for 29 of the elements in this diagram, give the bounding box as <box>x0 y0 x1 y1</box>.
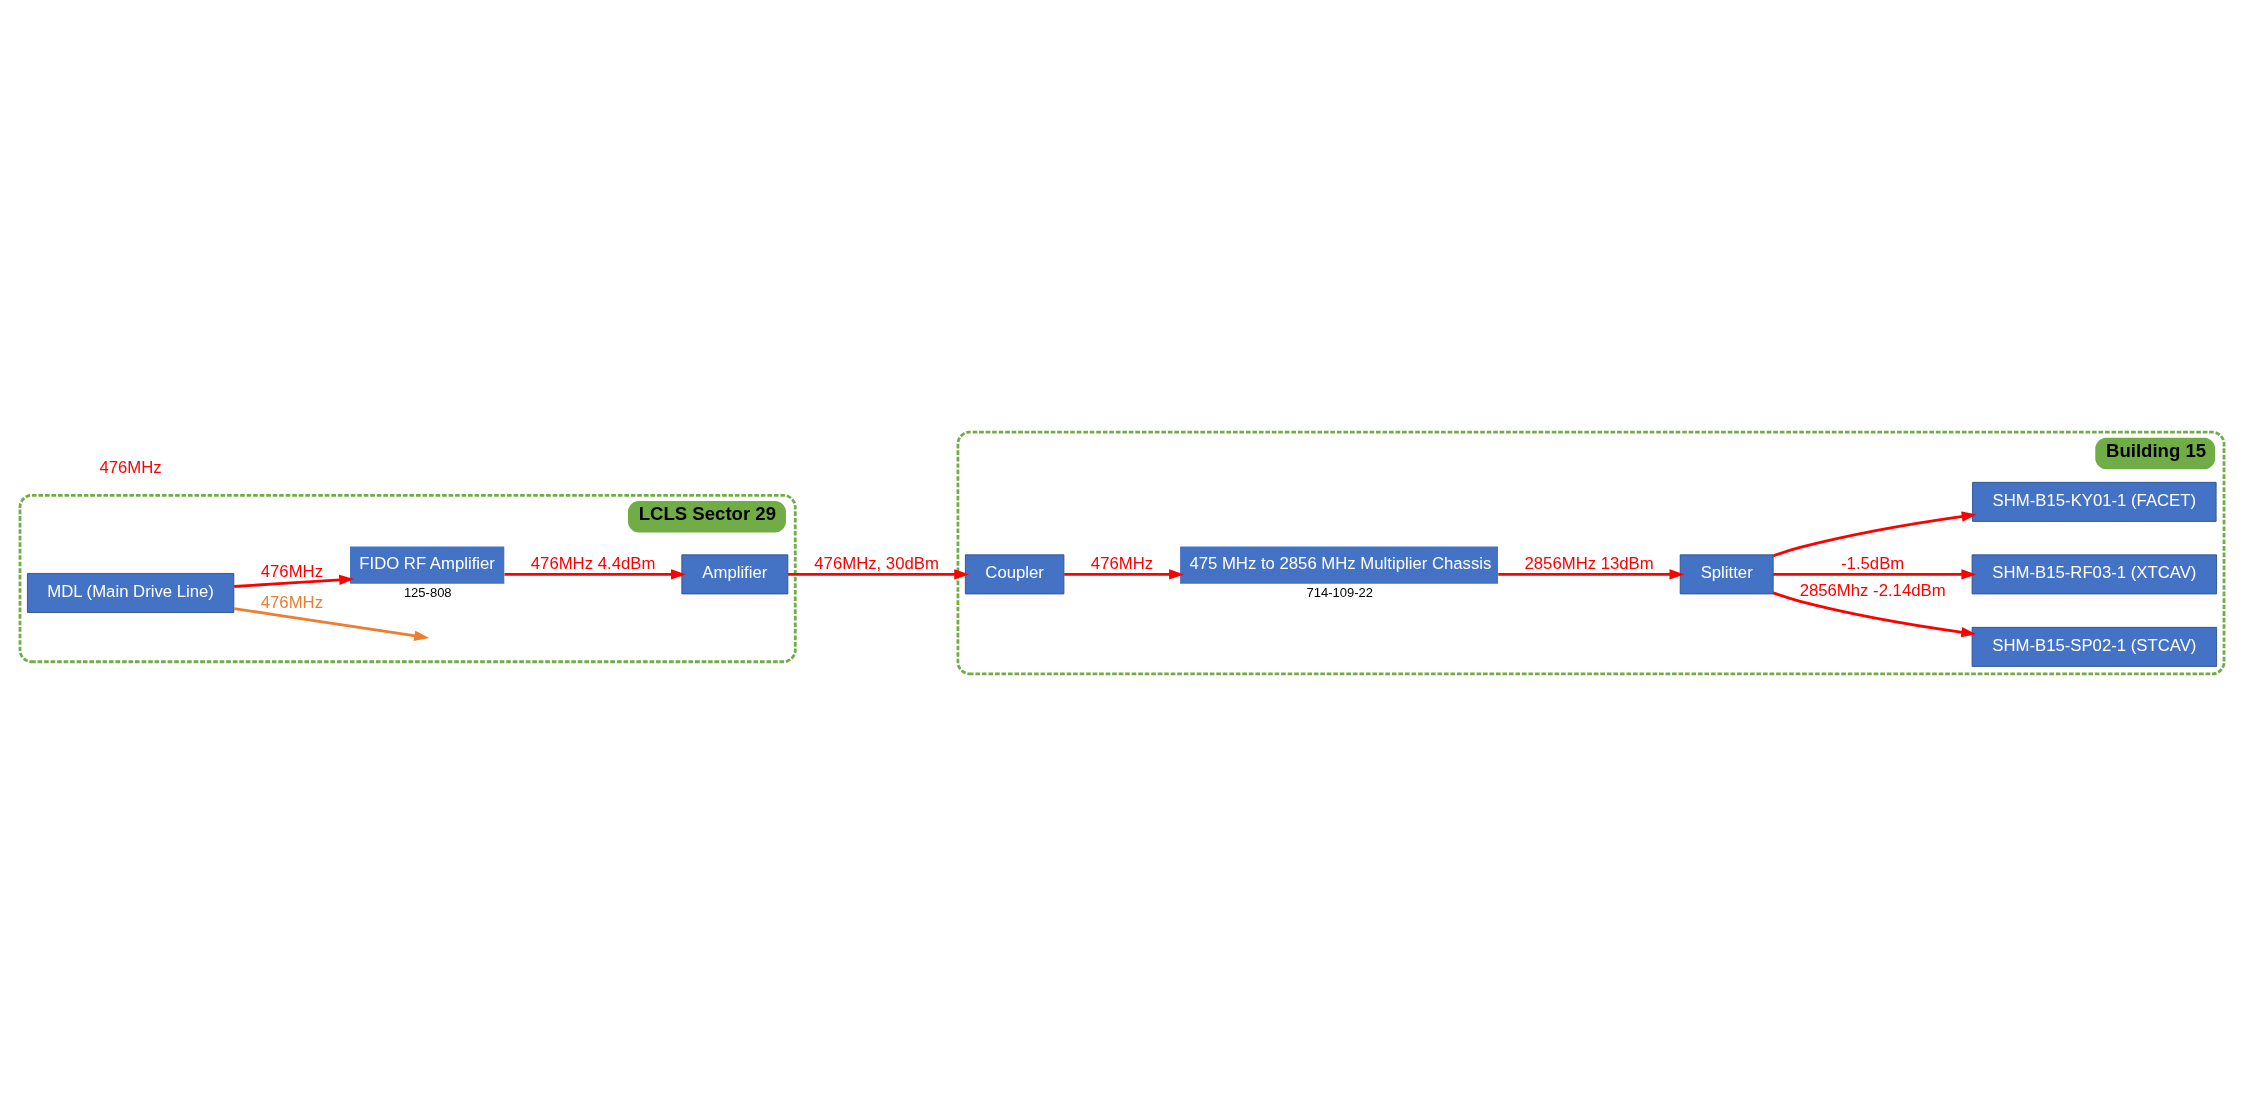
arrow <box>788 568 970 580</box>
node-box: 475 MHz to 2856 MHz Multiplier Chassis <box>1180 546 1498 584</box>
label: 476MHz <box>99 457 162 476</box>
node-box: FIDO RF Amplifier <box>350 546 505 584</box>
arrow <box>1772 591 1977 637</box>
node-box: SHM-B15-SP02-1 (STCAV) <box>1971 626 2218 667</box>
arrow <box>1064 568 1184 580</box>
arrow <box>1773 568 1977 580</box>
edge-label: 476MHz <box>260 561 324 581</box>
node-box: Splitter <box>1679 553 1774 594</box>
edge-label: -1.5dBm <box>1841 553 1905 573</box>
edge-label: 2856Mhz -2.14dBm <box>1799 580 1946 600</box>
node-label: 125-808 <box>403 584 452 600</box>
arrow <box>1498 568 1685 580</box>
node-box: Coupler <box>964 553 1065 594</box>
arrow <box>1772 510 1977 557</box>
edge-label: 476MHz <box>1090 553 1154 573</box>
node-box: SHM-B15-KY01-1 (FACET) <box>1972 481 2217 522</box>
edge-label: 476MHz, 30dBm <box>814 553 939 573</box>
edge-label: 476MHz <box>260 592 324 612</box>
edge-label: 2856MHz 13dBm <box>1524 553 1654 573</box>
arrow <box>233 606 430 641</box>
node-label: 714-109-22 <box>1306 584 1374 600</box>
node-box: MDL (Main Drive Line) <box>26 572 235 613</box>
arrow <box>504 568 686 580</box>
arrow <box>234 574 355 588</box>
node-box: Amplifier <box>681 553 789 594</box>
edge-label: 476MHz 4.4dBm <box>530 553 656 573</box>
node-box: SHM-B15-RF03-1 (XTCAV) <box>1971 553 2218 594</box>
